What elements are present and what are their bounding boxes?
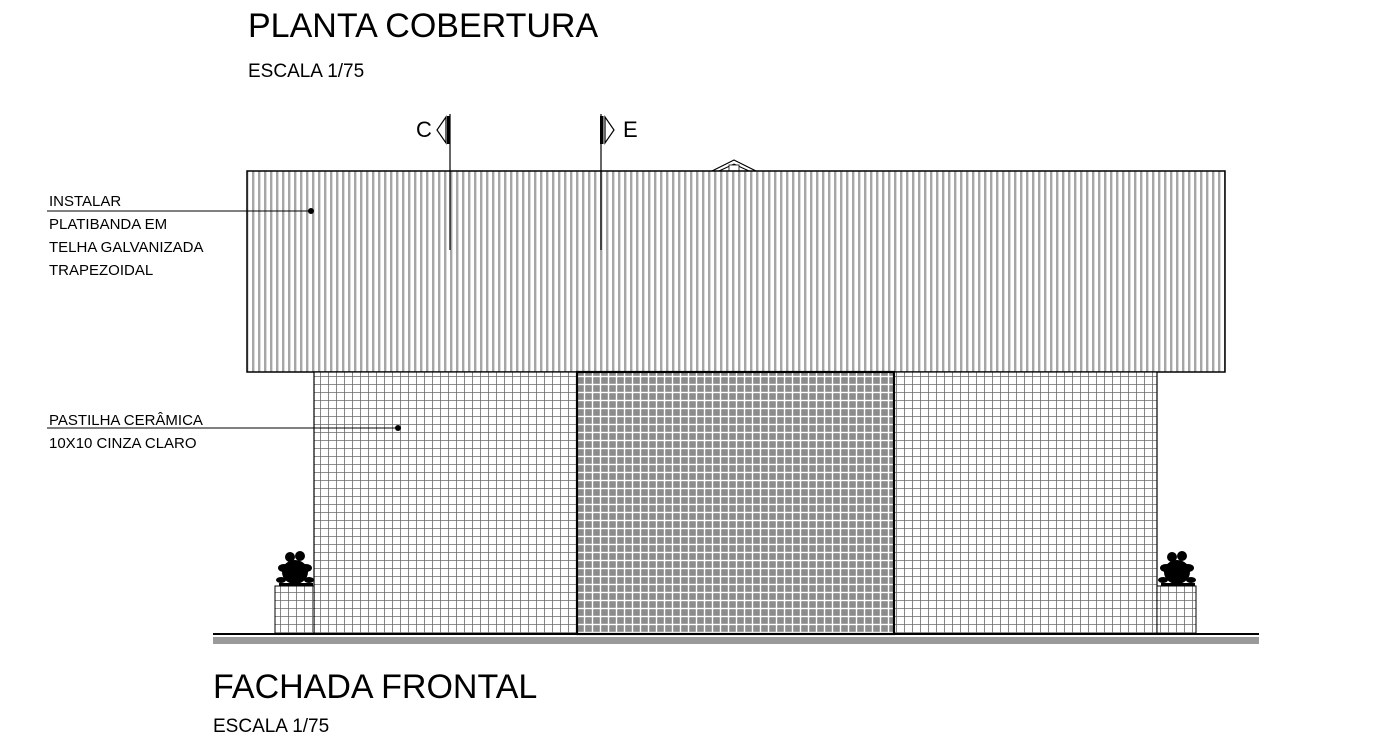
wall-note-dot bbox=[395, 425, 401, 431]
roof-note-line: INSTALAR bbox=[49, 193, 122, 210]
section-label-e: E bbox=[623, 117, 638, 142]
plan-scale: ESCALA 1/75 bbox=[248, 61, 365, 82]
roof-note-line: TRAPEZOIDAL bbox=[49, 262, 154, 279]
section-bar-c bbox=[447, 116, 451, 144]
plan-title: PLANTA COBERTURA bbox=[248, 7, 599, 45]
roof-vent bbox=[711, 159, 757, 172]
planter-right bbox=[1156, 585, 1197, 635]
wall-note-line: PASTILHA CERÂMICA bbox=[49, 412, 203, 429]
roof-note-line: TELHA GALVANIZADA bbox=[49, 239, 204, 256]
roof-note: INSTALAR PLATIBANDA EM TELHA GALVANIZADA… bbox=[49, 190, 204, 282]
plant-right bbox=[1158, 551, 1196, 586]
ground-band bbox=[213, 637, 1259, 644]
roof-note-line: PLATIBANDA EM bbox=[49, 216, 168, 233]
roof-parapet bbox=[246, 170, 1226, 373]
wall-note: PASTILHA CERÂMICA 10X10 CINZA CLARO bbox=[49, 409, 203, 455]
elevation-scale: ESCALA 1/75 bbox=[213, 716, 330, 737]
roof-note-dot bbox=[308, 208, 314, 214]
plant-left bbox=[276, 551, 314, 586]
planter-left bbox=[274, 585, 315, 635]
wall-note-line: 10X10 CINZA CLARO bbox=[49, 435, 197, 452]
section-label-c: C bbox=[416, 117, 432, 142]
central-dark-panel bbox=[575, 370, 896, 636]
elevation-title: FACHADA FRONTAL bbox=[213, 668, 538, 706]
section-arrow-c bbox=[436, 115, 447, 145]
section-bar-e bbox=[600, 116, 604, 144]
section-arrow-e bbox=[604, 115, 615, 145]
